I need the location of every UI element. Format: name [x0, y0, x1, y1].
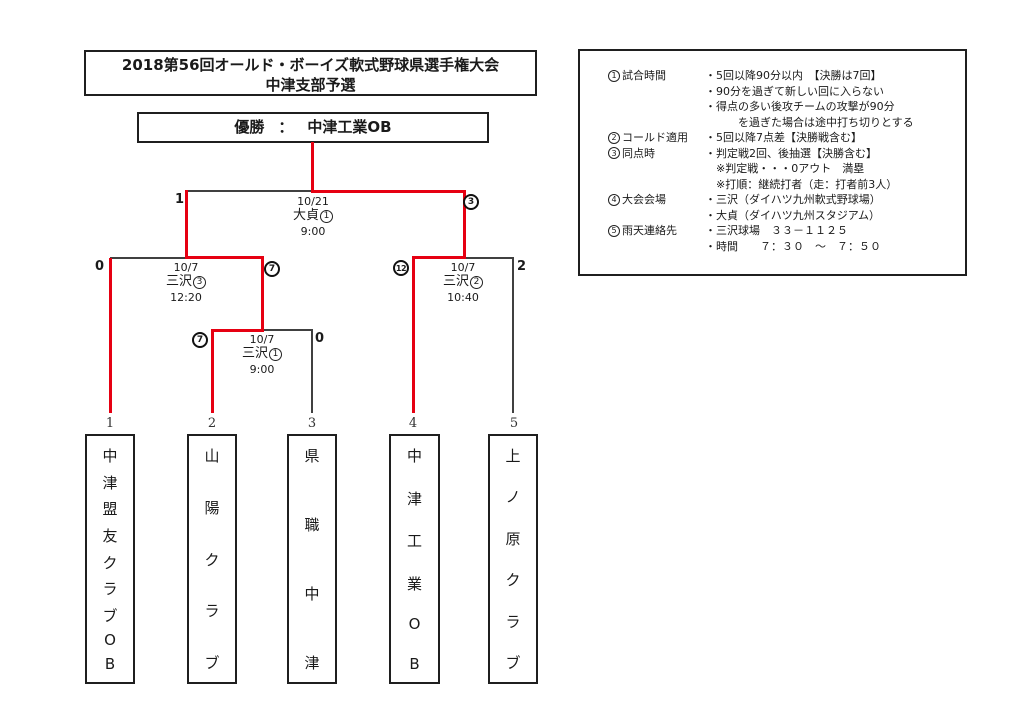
rule1-number-icon: 1	[608, 69, 620, 82]
round1-right-horizontal-line	[263, 329, 313, 331]
round1-venue: 三沢	[241, 346, 268, 361]
rule2-number-icon: 2	[608, 131, 620, 144]
rule5-label: 雨天連絡先	[622, 224, 677, 237]
champion-separator: ：	[278, 118, 294, 136]
champion-drop-line	[311, 142, 314, 192]
semifinal-right-left-score: 12	[393, 260, 409, 276]
rule-line: ・大貞（ダイハツ九州スタジアム）	[705, 208, 881, 222]
team4-vertical-line	[412, 256, 415, 413]
semifinal-right-time: 10:40	[447, 291, 479, 304]
final-left-horizontal-line	[186, 190, 313, 192]
rule-line: ※判定戦・・・0アウト 満塁	[705, 162, 865, 175]
rule4-label: 大会会場	[622, 193, 666, 206]
rule3-label: 同点時	[622, 146, 655, 160]
team3-vertical-line	[311, 331, 313, 413]
team3-seed: 3	[307, 416, 317, 431]
round1-left-horizontal-line	[211, 329, 264, 332]
team3-name: 県職中津	[304, 447, 320, 672]
team-box-5: 上ノ原クラブ	[488, 434, 538, 684]
team5-seed: 5	[509, 416, 519, 431]
rule-line: ・三沢（ダイハツ九州軟式野球場）	[705, 193, 881, 206]
team2-vertical-line	[211, 329, 214, 413]
rule-line: ・判定戦2回、後抽選【決勝含む】	[705, 146, 877, 160]
team1-seed: 1	[105, 416, 115, 431]
semifinal-right-court-number: 2	[470, 275, 483, 289]
rule-line: ※打順：継続打者（走：打者前3人）	[705, 177, 898, 191]
rule4-number-icon: 4	[608, 193, 620, 206]
semifinal-right-date: 10/7	[450, 261, 476, 274]
team2-seed: 2	[207, 416, 217, 431]
final-time: 9:00	[300, 225, 326, 238]
round1-time: 9:00	[249, 363, 275, 376]
final-court-number: 1	[320, 209, 333, 223]
round1-winner-vertical-line	[261, 256, 264, 332]
rule1-label: 試合時間	[622, 69, 666, 82]
round1-date: 10/7	[249, 333, 275, 346]
team-box-2: 山陽クラブ	[187, 434, 237, 684]
champion-name: 中津工業OB	[307, 118, 392, 136]
team4-seed: 4	[408, 416, 418, 431]
semifinal-right-horizontal-line	[466, 257, 514, 259]
round1-right-score: 0	[315, 331, 325, 346]
rule-line: ・時間 ７：３０ ～ ７：５０	[705, 239, 881, 253]
final-right-score: 3	[463, 194, 479, 210]
page-title: 2018第56回オールド・ボーイズ軟式野球県選手権大会 中津支部予選	[84, 50, 537, 96]
rule3-number-icon: 3	[608, 147, 620, 160]
final-date: 10/21	[297, 195, 329, 208]
semifinal-left-winner-line	[185, 256, 264, 259]
team-box-3: 県職中津	[287, 434, 337, 684]
final-left-vertical-line	[185, 190, 188, 259]
semifinal-left-horizontal-line	[110, 257, 187, 259]
rule2-label: コールド適用	[622, 131, 688, 144]
semifinal-left-right-score: 7	[264, 261, 280, 277]
team5-vertical-line	[512, 259, 514, 413]
rule5-number-icon: 5	[608, 224, 620, 237]
final-right-horizontal-line	[311, 190, 466, 193]
team2-name: 山陽クラブ	[204, 447, 220, 672]
semifinal-left-left-score: 0	[94, 259, 104, 274]
rule-line: を過ぎた場合は途中打ち切りとする	[705, 115, 914, 129]
rule-line: ・90分を過ぎて新しい回に入らない	[705, 84, 884, 98]
title-line-2: 中津支部予選	[265, 76, 356, 94]
final-right-vertical-line	[463, 190, 466, 259]
final-left-score: 1	[174, 192, 184, 207]
champion-label: 優勝	[234, 118, 265, 136]
rule-line: ・5回以降90分以内 【決勝は7回】	[705, 69, 882, 82]
round1-court-number: 1	[269, 347, 282, 361]
semifinal-right-winner-line	[412, 256, 466, 259]
rule-line: ・得点の多い後攻チームの攻撃が90分	[705, 100, 895, 113]
final-venue: 大貞	[292, 208, 319, 223]
semifinal-left-venue: 三沢	[165, 274, 192, 289]
team5-name: 上ノ原クラブ	[505, 447, 521, 672]
title-line-1: 2018第56回オールド・ボーイズ軟式野球県選手権大会	[121, 56, 500, 74]
semifinal-right-right-score: 2	[517, 259, 527, 274]
semifinal-left-date: 10/7	[173, 261, 199, 274]
round1-left-score: 7	[192, 332, 208, 348]
rule-line: ・三沢球場 ３３－１１２５	[705, 224, 848, 237]
team1-vertical-line	[109, 258, 112, 413]
champion-box: 優勝 ： 中津工業OB	[137, 112, 489, 143]
semifinal-right-venue: 三沢	[442, 274, 469, 289]
semifinal-left-court-number: 3	[193, 275, 206, 289]
rule-line: ・5回以降7点差【決勝戦含む】	[705, 131, 862, 144]
semifinal-left-time: 12:20	[170, 291, 202, 304]
